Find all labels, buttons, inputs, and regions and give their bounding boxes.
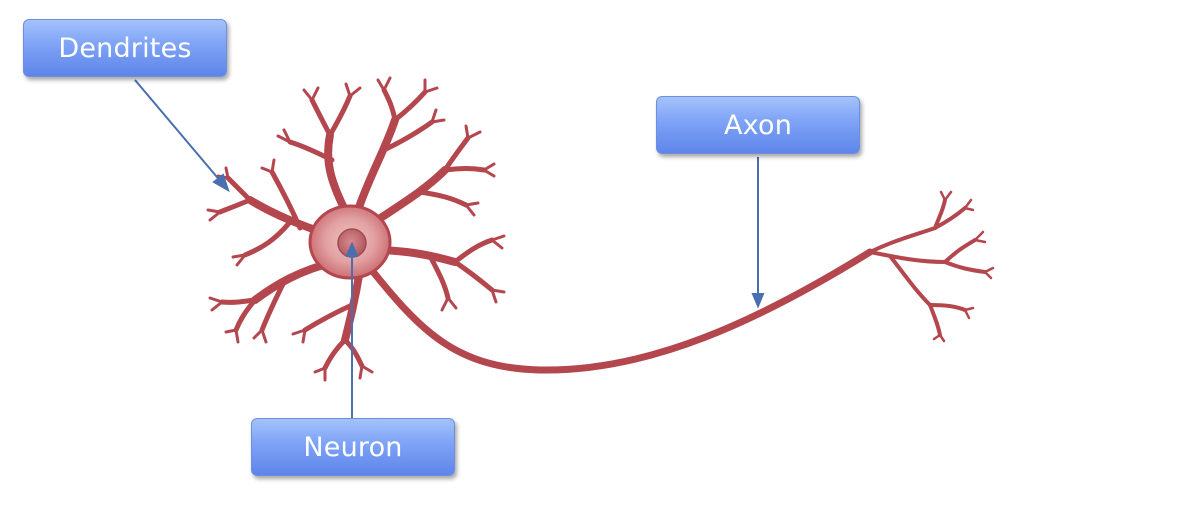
neuron-label-text: Neuron: [303, 431, 403, 463]
axon-group: [366, 190, 995, 374]
axon-label-text: Axon: [723, 109, 793, 141]
dendrites-label: Dendrites: [23, 19, 227, 77]
pointer-arrows: [134, 79, 765, 418]
neuron-label: Neuron: [251, 418, 455, 476]
dendrites-label-text: Dendrites: [58, 32, 192, 64]
axon-label: Axon: [656, 96, 860, 154]
